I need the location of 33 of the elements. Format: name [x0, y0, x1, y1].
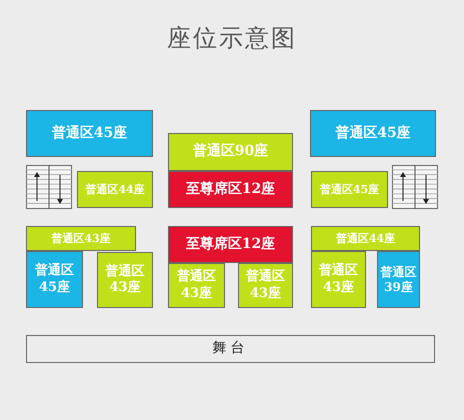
section-label: 普通区90座: [192, 143, 268, 161]
section-label: 普通区45座: [34, 263, 75, 296]
seating-section: [168, 171, 293, 208]
seating-section: [238, 263, 293, 308]
section-label: 普通区45座: [320, 182, 380, 196]
stage-area: [26, 335, 435, 363]
section-label: 普通区43座: [245, 269, 286, 302]
section-label: 普通区43座: [176, 269, 217, 302]
seating-section: [168, 263, 225, 308]
seating-section: [97, 252, 153, 308]
section-label: 普通区44座: [85, 182, 145, 196]
stage-label: 舞台: [212, 340, 248, 358]
diagram-title: 座位示意图: [166, 23, 298, 54]
seating-section: [77, 171, 153, 208]
section-label: 至尊席区12座: [186, 180, 276, 198]
section-label: 普通区45座: [52, 124, 128, 142]
seating-section: [311, 226, 420, 251]
seating-section: [168, 226, 293, 263]
seating-section: [311, 171, 388, 208]
section-label: 普通区45座: [335, 124, 411, 142]
seating-section: [26, 226, 136, 251]
section-label: 普通区44座: [336, 232, 396, 246]
seating-section: [311, 251, 366, 308]
seating-section: [26, 110, 153, 157]
seating-section: [168, 133, 293, 171]
seating-section: [26, 251, 83, 308]
section-label: 普通区39座: [380, 264, 418, 294]
section-label: 至尊席区12座: [186, 236, 276, 254]
seating-section: [377, 251, 420, 308]
section-label: 普通区43座: [51, 232, 111, 246]
seating-section: [310, 110, 436, 157]
section-label: 普通区43座: [318, 263, 359, 296]
section-label: 普通区43座: [104, 264, 146, 296]
